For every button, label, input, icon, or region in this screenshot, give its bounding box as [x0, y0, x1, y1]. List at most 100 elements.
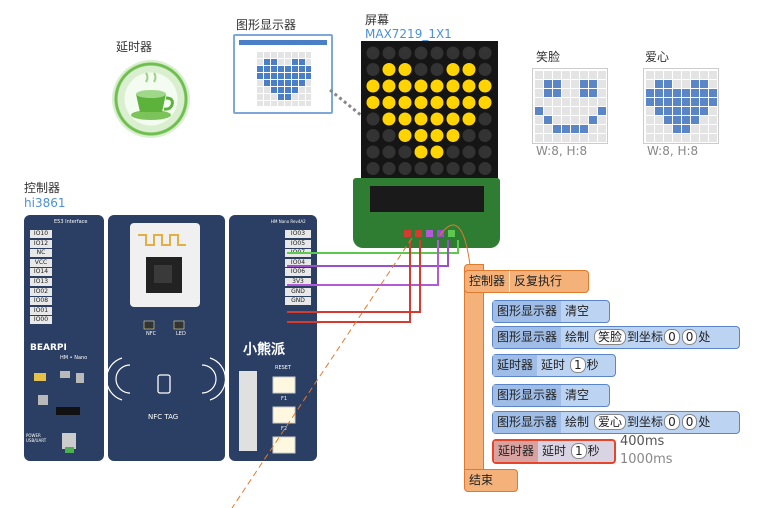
pixel-cell: [257, 73, 263, 79]
pixel-cell: [292, 66, 298, 72]
pixel-cell: [646, 125, 654, 133]
pixel-cell: [598, 89, 606, 97]
left-header-text: E53 Interface: [54, 219, 88, 225]
pixel-cell: [598, 71, 606, 79]
timer-widget-icon[interactable]: [112, 60, 190, 138]
pixel-cell: [299, 59, 305, 65]
pixel-cell: [664, 134, 672, 142]
pixel-cell: [535, 80, 543, 88]
loop-end-block[interactable]: 结束: [464, 469, 518, 492]
pin-label: IO05: [285, 239, 311, 248]
delay-input[interactable]: 1: [570, 357, 586, 373]
pixel-cell: [580, 98, 588, 106]
pixel-cell: [544, 71, 552, 79]
pixel-cell: [299, 80, 305, 86]
led-small-label: LED: [176, 331, 186, 337]
pixel-cell: [562, 89, 570, 97]
loop-header-block[interactable]: 控制器反复执行: [464, 270, 589, 293]
pin-label: 3V3: [285, 278, 311, 286]
pixel-cell: [700, 125, 708, 133]
y-input[interactable]: 0: [681, 329, 698, 345]
led-dot: [366, 96, 380, 109]
pixel-cell: [278, 59, 284, 65]
board-mid-section[interactable]: NFC LED NFC TAG: [106, 215, 226, 461]
suggestion-400ms[interactable]: 400ms: [620, 434, 665, 449]
pixel-cell: [535, 125, 543, 133]
pixel-cell: [553, 116, 561, 124]
led-dot: [462, 145, 476, 159]
pixel-cell: [571, 125, 579, 133]
y-input[interactable]: 0: [681, 414, 698, 430]
led-dot: [430, 162, 444, 175]
pixel-cell: [589, 125, 597, 133]
pixel-cell: [709, 71, 717, 79]
pin-label: IO13: [30, 278, 52, 286]
pixel-cell: [664, 98, 672, 106]
pixel-cell: [673, 80, 681, 88]
smile-pixel-icon[interactable]: [532, 68, 608, 144]
led-dot: [414, 129, 428, 142]
heart-pixel-icon[interactable]: [643, 68, 719, 144]
connector-dotted-line: [329, 88, 363, 118]
pixel-cell: [271, 94, 277, 100]
block-to: 到坐标: [627, 415, 664, 429]
pixel-cell: [646, 134, 654, 142]
pixel-cell: [646, 89, 654, 97]
pixel-cell: [292, 101, 298, 106]
led-dot: [478, 96, 492, 109]
pixel-cell: [655, 89, 663, 97]
led-dot: [382, 162, 396, 175]
pixel-cell: [264, 59, 270, 65]
clear-block-1[interactable]: 图形显示器清空: [492, 300, 610, 323]
pixel-cell: [292, 52, 298, 58]
led-dot: [414, 145, 428, 159]
icon-arg-dropdown[interactable]: 笑脸: [594, 329, 627, 345]
pixel-cell: [682, 134, 690, 142]
clear-block-2[interactable]: 图形显示器清空: [492, 384, 610, 407]
led-dot: [462, 162, 476, 175]
pixel-cell: [271, 52, 277, 58]
nfc-tag-label: NFC TAG: [148, 413, 179, 421]
led-dot: [398, 96, 412, 109]
pixel-cell: [589, 116, 597, 124]
led-dot: [382, 46, 396, 60]
pixel-cell: [285, 66, 291, 72]
block-end: 处: [698, 415, 711, 429]
x-input[interactable]: 0: [664, 414, 680, 430]
pixel-cell: [700, 134, 708, 142]
block-action: 延时: [541, 358, 566, 372]
block-owner: 图形显示器: [493, 412, 562, 433]
pixel-cell: [562, 80, 570, 88]
block-action: 清空: [565, 388, 590, 402]
pixel-cell: [299, 87, 305, 93]
pixel-cell: [571, 89, 579, 97]
x-input[interactable]: 0: [664, 329, 680, 345]
suggestion-1000ms[interactable]: 1000ms: [620, 452, 673, 467]
led-dot: [478, 63, 492, 76]
led-dot: [414, 162, 428, 175]
delay-input[interactable]: 1: [571, 443, 587, 459]
led-dot: [366, 79, 380, 93]
icon-arg-dropdown[interactable]: 爱心: [594, 414, 627, 430]
pixel-cell: [292, 59, 298, 65]
led-dot: [414, 112, 428, 126]
pin-label: GND: [285, 287, 311, 296]
block-owner: 延时器: [493, 355, 538, 376]
led-matrix[interactable]: [361, 41, 498, 180]
pixel-cell: [278, 87, 284, 93]
led-dot: [478, 46, 492, 60]
led-dot: [366, 63, 380, 76]
graphic-display-widget[interactable]: [233, 34, 333, 114]
loop-block-body: [464, 264, 484, 491]
led-dot: [398, 112, 412, 126]
pixel-cell: [691, 98, 699, 106]
pixel-cell: [271, 59, 277, 65]
pixel-cell: [306, 80, 311, 86]
led-dot: [446, 162, 460, 175]
